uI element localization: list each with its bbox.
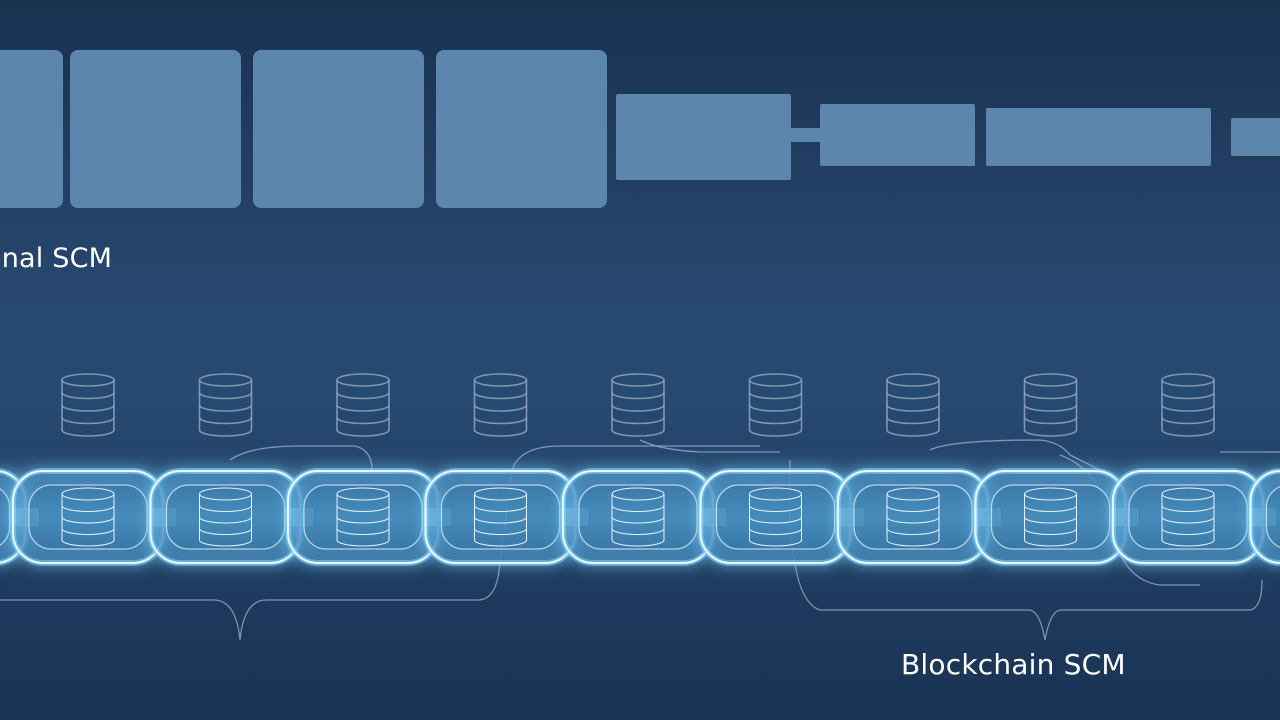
database-icon [1023,373,1078,437]
database-icon [1161,487,1215,547]
database-icon [199,487,252,547]
blockchain-chain [0,468,1280,566]
traditional-block [1231,118,1280,156]
trace-line [929,439,1101,471]
traditional-block [436,50,607,208]
chain-link [697,468,864,566]
database-icon [886,373,940,437]
database-icon [611,487,665,547]
database-icon [198,373,253,437]
chain-link [285,468,451,566]
traditional-block [986,108,1211,166]
traditional-block [253,50,424,208]
traditional-scm-label: onal SCM [0,243,113,274]
chain-link [560,468,726,566]
database-icons-row [61,373,1215,437]
traditional-scm-blocks [0,50,1280,208]
chain-link [147,468,314,566]
blockchain-scm-label: Blockchain SCM [901,648,1126,681]
database-icon [749,487,802,547]
chain-link [1247,468,1280,566]
database-icon [61,373,115,437]
traditional-block [0,50,63,208]
database-icon [748,373,803,437]
chain-link [422,468,589,566]
database-icon [886,487,940,547]
trace-line [229,445,373,471]
database-icon [1024,487,1077,547]
block-connector [789,128,823,142]
database-icon [61,487,115,547]
database-icon [336,487,390,547]
traditional-block [70,50,241,208]
database-icon [1161,373,1215,437]
traditional-block [820,104,975,166]
traditional-block [616,94,791,180]
chain-link [835,468,1001,566]
database-icon [336,373,390,437]
database-icon [611,373,665,437]
database-icon [474,487,527,547]
database-icon [473,373,528,437]
right-brace-line [788,459,1263,641]
trace-line [639,439,780,453]
left-brace-line [0,445,760,641]
